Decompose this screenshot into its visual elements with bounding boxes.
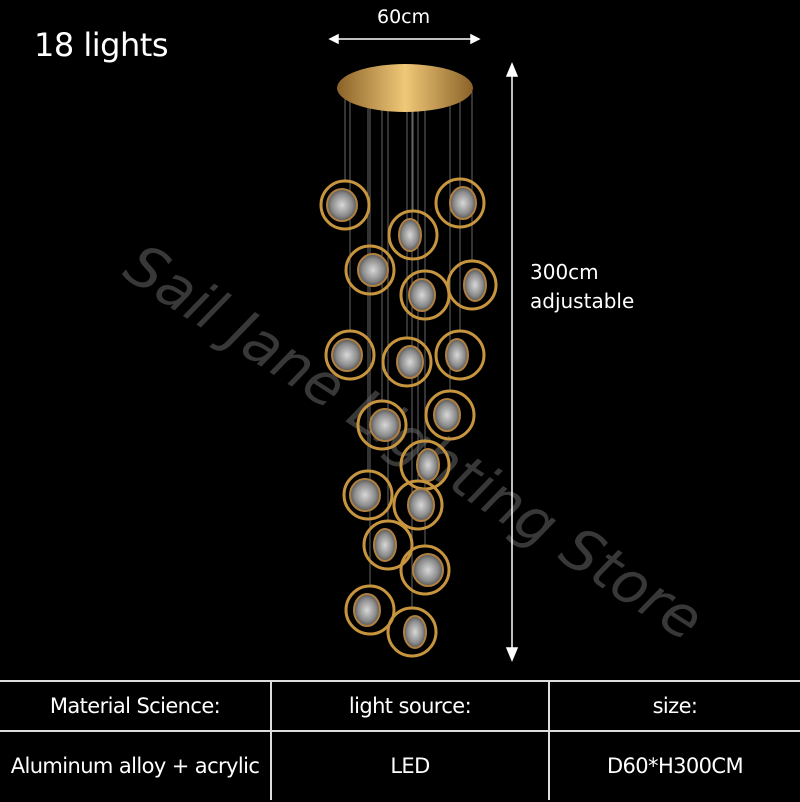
width-arrow xyxy=(328,33,481,45)
light-ring xyxy=(387,209,439,261)
light-count-title: 18 lights xyxy=(34,26,168,64)
height-value: 300cm xyxy=(530,260,599,284)
light-ring xyxy=(362,519,414,571)
light-ring xyxy=(342,469,394,521)
light-ring xyxy=(399,544,451,596)
height-note: adjustable xyxy=(530,289,635,313)
light-ring xyxy=(386,606,438,658)
header-size: size: xyxy=(652,694,698,718)
light-ring xyxy=(399,269,451,321)
light-ring xyxy=(319,179,371,231)
light-ring xyxy=(424,389,476,441)
spec-value-row: Aluminum alloy + acrylic LED D60*H300CM xyxy=(0,732,800,800)
value-size: D60*H300CM xyxy=(606,754,744,778)
spec-table: Material Science: light source: size: Al… xyxy=(0,680,800,802)
value-light-source: LED xyxy=(272,732,550,800)
height-arrow xyxy=(505,62,519,662)
height-label: 300cm adjustable xyxy=(530,258,634,316)
light-ring xyxy=(446,259,498,311)
light-ring xyxy=(434,329,486,381)
ceiling-plate xyxy=(337,64,473,112)
light-ring xyxy=(324,329,376,381)
light-ring xyxy=(344,584,396,636)
spec-header-row: Material Science: light source: size: xyxy=(0,682,800,732)
header-material: Material Science: xyxy=(0,682,272,730)
light-ring xyxy=(381,336,433,388)
light-ring xyxy=(344,244,396,296)
header-light-source: light source: xyxy=(272,682,550,730)
light-ring xyxy=(356,399,408,451)
light-ring xyxy=(392,479,444,531)
light-ring xyxy=(434,177,486,229)
width-label: 60cm xyxy=(377,6,431,28)
chandelier-illustration xyxy=(319,33,519,662)
value-material: Aluminum alloy + acrylic xyxy=(0,732,272,800)
